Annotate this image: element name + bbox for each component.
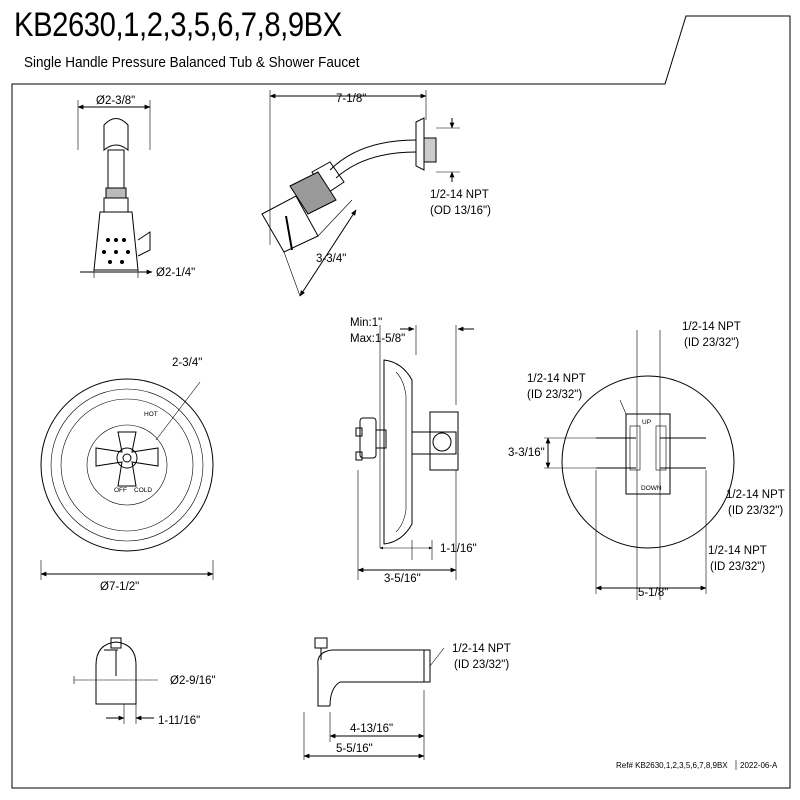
rough-bottom-npt: 1/2-14 NPT <box>708 545 767 557</box>
label-up: UP <box>642 419 651 426</box>
rough-height-dim: 3-3/16" <box>508 447 545 459</box>
shower-head-front-view <box>77 100 153 278</box>
label-hot: HOT <box>144 411 158 418</box>
rough-left-npt: 1/2-14 NPT <box>527 373 586 385</box>
tub-spout-depth-dim: 1-11/16" <box>158 715 200 727</box>
trim-diagonal-dim: 2-3/4" <box>172 357 202 369</box>
model-title: KB2630,1,2,3,5,6,7,8,9BX <box>14 6 342 44</box>
valve-overall-dim: 3-5/16" <box>384 573 421 585</box>
tub-spout-inner-dim: 4-13/16" <box>350 723 393 735</box>
footer-date: 2022-06-A <box>740 761 778 770</box>
trim-diameter-dim: Ø7-1/2" <box>100 581 139 593</box>
sheet-border <box>11 15 791 789</box>
label-off: OFF <box>114 487 127 494</box>
rough-bottom-id: (ID 23/32") <box>710 561 765 573</box>
valve-side-view <box>355 325 474 580</box>
product-subtitle: Single Handle Pressure Balanced Tub & Sh… <box>24 54 360 71</box>
rough-right-id: (ID 23/32") <box>728 505 783 517</box>
shower-arm-length-dim: 7-1/8" <box>336 93 366 105</box>
shower-arm-npt: 1/2-14 NPT <box>430 189 489 201</box>
shower-arm-od: (OD 13/16") <box>430 205 491 217</box>
tub-spout-overall-dim: 5-5/16" <box>336 743 373 755</box>
valve-max-label: Max:1-5/8" <box>350 333 405 345</box>
tub-spout-side-view <box>303 637 445 760</box>
shower-arm-height-dim: 3-3/4" <box>316 253 346 265</box>
rough-right-npt: 1/2-14 NPT <box>726 489 785 501</box>
rough-top-npt: 1/2-14 NPT <box>682 321 741 333</box>
rough-top-id: (ID 23/32") <box>684 337 739 349</box>
shower-arm-side-view <box>261 90 460 297</box>
rough-left-id: (ID 23/32") <box>527 389 582 401</box>
valve-rough-in-view <box>544 330 735 600</box>
footer-ref: Ref# KB2630,1,2,3,5,6,7,8,9BX <box>616 761 728 770</box>
tub-spout-npt: 1/2-14 NPT <box>452 643 511 655</box>
shower-head-bottom-dim: Ø2-1/4" <box>156 267 195 279</box>
tub-spout-front-view <box>73 637 158 724</box>
label-cold: COLD <box>134 487 152 494</box>
tub-spout-id: (ID 23/32") <box>454 659 509 671</box>
shower-head-top-dim: Ø2-3/8" <box>96 95 135 107</box>
label-down: DOWN <box>641 485 662 492</box>
tub-spout-diameter-dim: Ø2-9/16" <box>170 675 216 687</box>
trim-front-view <box>40 378 214 580</box>
rough-width-dim: 5-1/8" <box>638 587 668 599</box>
valve-min-label: Min:1" <box>350 317 382 329</box>
valve-depth-dim: 1-1/16" <box>440 543 477 555</box>
